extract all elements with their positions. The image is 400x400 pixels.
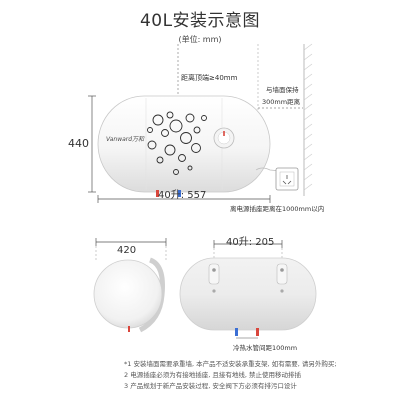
heater-tank-side [93,259,163,329]
back-hot-pipe [256,328,259,336]
hot-pipe [156,190,159,197]
diameter-dim-label: 420 [117,245,137,256]
bracket-hooks [208,263,288,293]
length-dim-label: 40升: 557 [158,190,207,201]
note-line-3: 3 产品规划于新产品安装过程, 安全阀下方必须有排污口设计 [124,382,297,390]
installation-notes: *1 安装墙面需要承重墙, 本产品不适安装承重支架, 如有需要, 请另外购买; … [124,359,384,392]
wall-clearance-label-2: 300mm距离 [262,98,301,106]
heater-tank-back [179,257,317,331]
wall-hatch [303,43,313,196]
socket-distance-label: 离电源插座距离在1000mm以内 [230,205,325,213]
pipe-spacing-label: 冷热水管间距100mm [233,344,298,352]
bracket-dim-label: 40升: 205 [226,237,275,248]
wall-clearance-label-1: 与墙面保持 [266,86,299,94]
page-title: 40L安装示意图 [139,11,261,31]
heater-tank-front [97,95,271,193]
back-cold-pipe [235,328,238,336]
unit-note: (单位: mm) [178,35,222,44]
bubble-decoration [147,111,207,175]
note-line-1: *1 安装墙面需要承重墙, 本产品不适安装承重支架, 如有需要, 请另外购买; [124,360,337,368]
brand-logo: Vanward万和 [106,136,145,143]
power-cable [255,167,293,173]
note-line-2: 2 电源插座必须为有接地插座, 且接有地线, 禁止使用移动排插 [124,371,301,379]
top-clearance-label: 距离顶端≥40mm [181,74,238,82]
side-hot-pipe [128,326,130,332]
height-dim-label: 440 [68,137,89,150]
cold-pipe [178,190,181,197]
